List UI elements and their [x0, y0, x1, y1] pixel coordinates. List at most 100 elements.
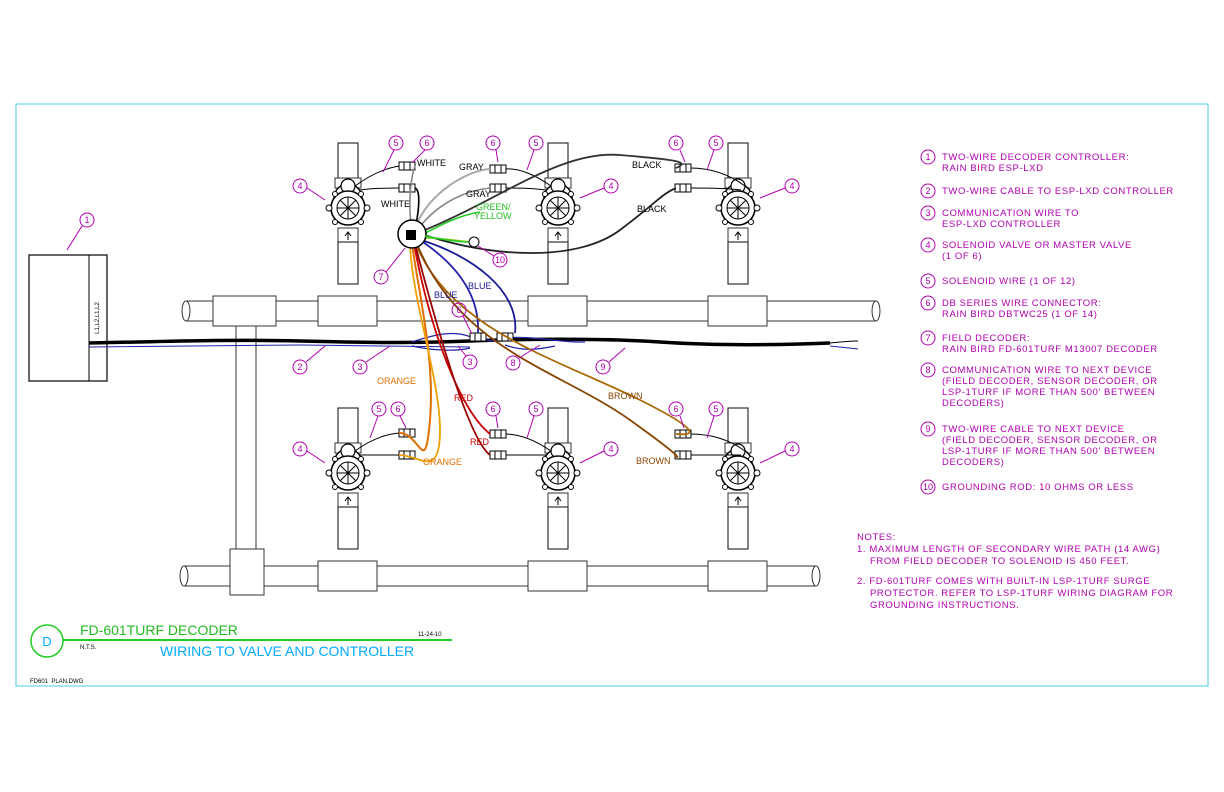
wire-label-blue-2: BLUE: [434, 290, 458, 300]
legend-item-7-line-2: RAIN BIRD FD-601TURF M13007 DECODER: [942, 344, 1158, 355]
legend-item-10-line-1: GROUNDING ROD: 10 OHMS OR LESS: [942, 482, 1134, 493]
legend-item-9-line-3: LSP-1TURF IF MORE THAN 500' BETWEEN: [942, 446, 1155, 457]
legend-marker-8: [920, 362, 936, 378]
legend-item-3-line-1: COMMUNICATION WIRE TO: [942, 208, 1079, 219]
svg-text:9: 9: [600, 362, 605, 372]
svg-text:3: 3: [467, 357, 472, 367]
svg-text:6: 6: [490, 404, 495, 414]
svg-text:5: 5: [533, 404, 538, 414]
drawing-subtitle: WIRING TO VALVE AND CONTROLLER: [160, 643, 414, 659]
legend-marker-3: [920, 205, 936, 221]
legend-item-3-line-2: ESP-LXD CONTROLLER: [942, 219, 1061, 230]
legend-item-7-line-1: FIELD DECODER:: [942, 333, 1030, 344]
wire-label-red-2: RED: [470, 437, 490, 447]
wire-label-orange-1: ORANGE: [377, 376, 416, 386]
wire-label-orange-2: ORANGE: [423, 457, 462, 467]
wire-label-white-2: WHITE: [381, 199, 410, 209]
svg-text:5: 5: [393, 138, 398, 148]
svg-text:7: 7: [378, 272, 383, 282]
drawing-border: [15, 103, 1209, 687]
solenoid-valve-upper-3: [715, 142, 761, 285]
svg-text:6: 6: [456, 305, 461, 315]
notes-heading: NOTES:: [857, 532, 896, 543]
svg-text:4: 4: [297, 444, 302, 454]
svg-text:5: 5: [713, 138, 718, 148]
legend-marker-5: [920, 273, 936, 289]
detail-letter: D: [42, 634, 51, 649]
legend-marker-9: [920, 421, 936, 437]
wire-label-gray-1: GRAY: [459, 162, 484, 172]
legend-number-2: 2: [925, 186, 930, 196]
svg-text:10: 10: [495, 255, 505, 265]
legend-item-8-line-3: LSP-1TURF IF MORE THAN 500' BETWEEN: [942, 387, 1155, 398]
note-1-line-2: FROM FIELD DECODER TO SOLENOID IS 450 FE…: [857, 556, 1129, 567]
solenoid-valve-upper-2: [535, 142, 581, 285]
legend-item-4-line-2: (1 OF 6): [942, 251, 982, 262]
wire-label-brown-2: BROWN: [636, 456, 671, 466]
legend-number-6: 6: [925, 298, 930, 308]
field-decoder: [397, 219, 427, 249]
title-block: D FD-601TURF DECODER WIRING TO VALVE AND…: [30, 622, 452, 685]
legend-item-2-line-1: TWO-WIRE CABLE TO ESP-LXD CONTROLLER: [942, 186, 1174, 197]
callout-numbers: 1 2 3 5 6 6 5 6 5 4 4 4 5 6 6 5 6 5 4 4 …: [84, 138, 794, 454]
legend: 1 TWO-WIRE DECODER CONTROLLER: RAIN BIRD …: [920, 149, 1174, 495]
note-2-line-3: GROUNDING INSTRUCTIONS.: [857, 600, 1019, 611]
legend-marker-4: [920, 237, 936, 253]
legend-item-8-line-2: (FIELD DECODER, SENSOR DECODER, OR: [942, 376, 1158, 387]
wire-labels: WHITE WHITE GRAY GRAY BLACK BLACK GREEN/…: [377, 158, 671, 467]
solenoid-valve-upper-1: [325, 142, 371, 285]
legend-item-8-line-4: DECODERS): [942, 398, 1004, 409]
legend-item-1-line-1: TWO-WIRE DECODER CONTROLLER:: [942, 152, 1129, 163]
lateral-pipe: [235, 325, 257, 551]
legend-marker-2: [920, 183, 936, 199]
wire-label-green-yellow-2: YELLOW: [474, 211, 512, 221]
svg-text:3: 3: [357, 362, 362, 372]
svg-text:5: 5: [376, 404, 381, 414]
note-1-line-1: 1. MAXIMUM LENGTH OF SECONDARY WIRE PATH…: [857, 544, 1160, 555]
solenoid-valve-lower-2: [535, 407, 581, 550]
svg-text:6: 6: [490, 138, 495, 148]
note-2-line-2: PROTECTOR. REFER TO LSP-1TURF WIRING DIA…: [857, 588, 1173, 599]
legend-item-6-line-2: RAIN BIRD DBTWC25 (1 OF 14): [942, 309, 1098, 320]
controller-terminals: L1,L2,L1,L2: [95, 301, 101, 333]
legend-number-8: 8: [925, 365, 930, 375]
legend-item-1-line-2: RAIN BIRD ESP-LXD: [942, 163, 1044, 174]
legend-marker-10: [920, 479, 936, 495]
wire-label-blue-1: BLUE: [468, 281, 492, 291]
legend-number-7: 7: [925, 333, 930, 343]
svg-text:1: 1: [84, 215, 89, 225]
svg-text:4: 4: [789, 181, 794, 191]
legend-marker-6: [920, 295, 936, 311]
svg-text:6: 6: [424, 138, 429, 148]
legend-item-5-line-1: SOLENOID WIRE (1 OF 12): [942, 276, 1076, 287]
drawing-date: 11-24-10: [418, 632, 442, 638]
svg-text:6: 6: [395, 404, 400, 414]
wire-label-white-1: WHITE: [417, 158, 446, 168]
wire-label-gray-2: GRAY: [466, 189, 491, 199]
solenoid-valve-lower-1: [325, 407, 371, 550]
svg-text:2: 2: [297, 362, 302, 372]
legend-item-4-line-1: SOLENOID VALVE OR MASTER VALVE: [942, 240, 1132, 251]
legend-item-9-line-4: DECODERS): [942, 457, 1004, 468]
legend-number-1: 1: [925, 152, 930, 162]
drawing-filename: FD601 PLAN.DWG: [30, 679, 84, 685]
drawing-title: FD-601TURF DECODER: [80, 622, 238, 638]
legend-number-10: 10: [923, 482, 933, 492]
note-2-line-1: 2. FD-601TURF COMES WITH BUILT-IN LSP-1T…: [857, 576, 1150, 587]
callouts: [66, 135, 800, 464]
legend-number-9: 9: [925, 424, 930, 434]
legend-item-6-line-1: DB SERIES WIRE CONNECTOR:: [942, 298, 1101, 309]
wire-label-red-1: RED: [454, 393, 474, 403]
solenoid-valve-lower-3: [715, 407, 761, 550]
svg-text:4: 4: [297, 181, 302, 191]
legend-item-8-line-1: COMMUNICATION WIRE TO NEXT DEVICE: [942, 365, 1152, 376]
svg-text:6: 6: [673, 404, 678, 414]
drawing-scale: N.T.S.: [80, 645, 97, 651]
legend-marker-7: [920, 330, 936, 346]
solenoid-wires: [354, 165, 746, 456]
svg-text:5: 5: [533, 138, 538, 148]
wire-label-brown-1: BROWN: [608, 391, 643, 401]
svg-text:4: 4: [608, 181, 613, 191]
notes: NOTES: 1. MAXIMUM LENGTH OF SECONDARY WI…: [857, 532, 1173, 611]
